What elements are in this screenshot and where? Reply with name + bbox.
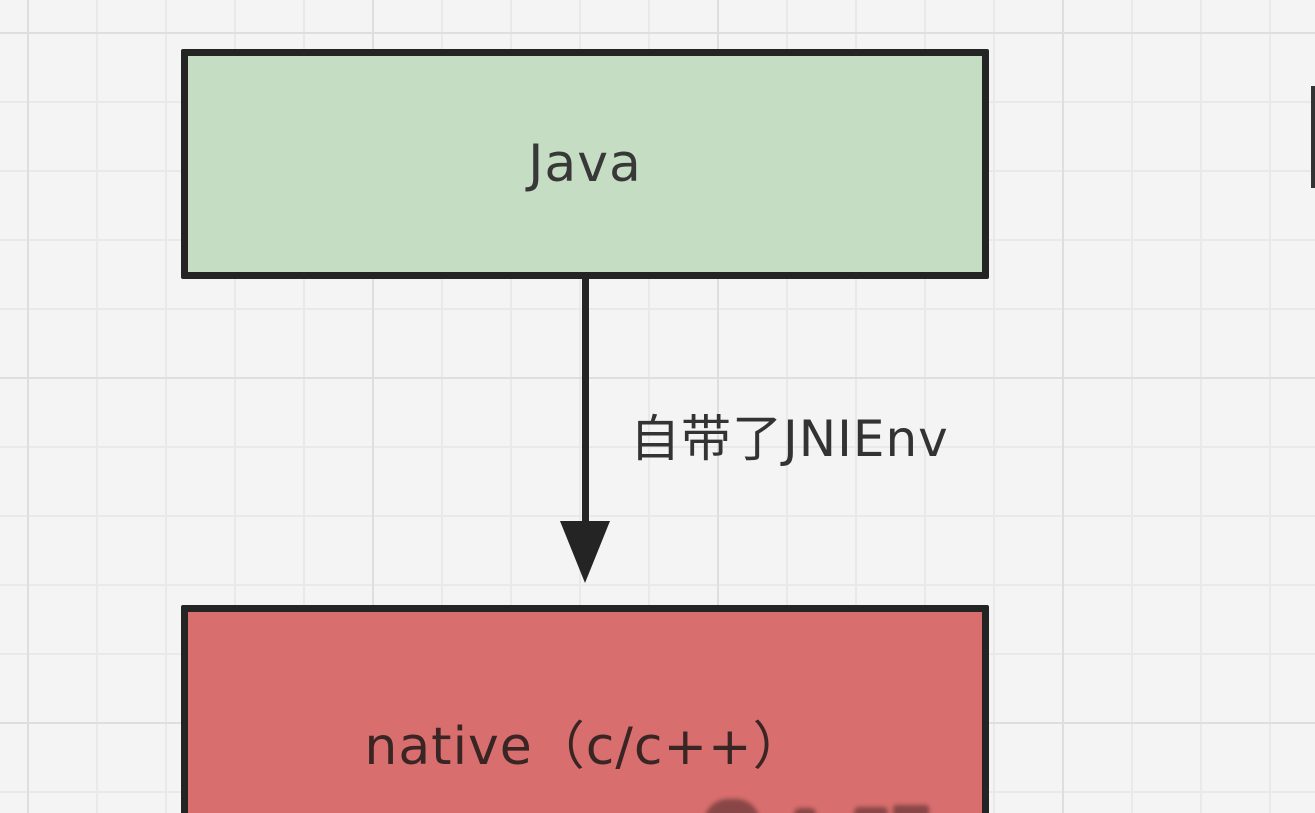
arrowhead-down-icon	[560, 521, 610, 583]
edge-label[interactable]: 自带了JNIEnv	[630, 410, 949, 468]
node-native[interactable]: native（c/c++）	[181, 605, 989, 813]
edge-line[interactable]	[582, 273, 589, 525]
node-native-label: native（c/c++）	[364, 716, 806, 777]
node-java[interactable]: Java	[181, 49, 989, 279]
node-java-label: Java	[528, 134, 642, 194]
clipped-shape-right-edge	[1311, 86, 1315, 188]
